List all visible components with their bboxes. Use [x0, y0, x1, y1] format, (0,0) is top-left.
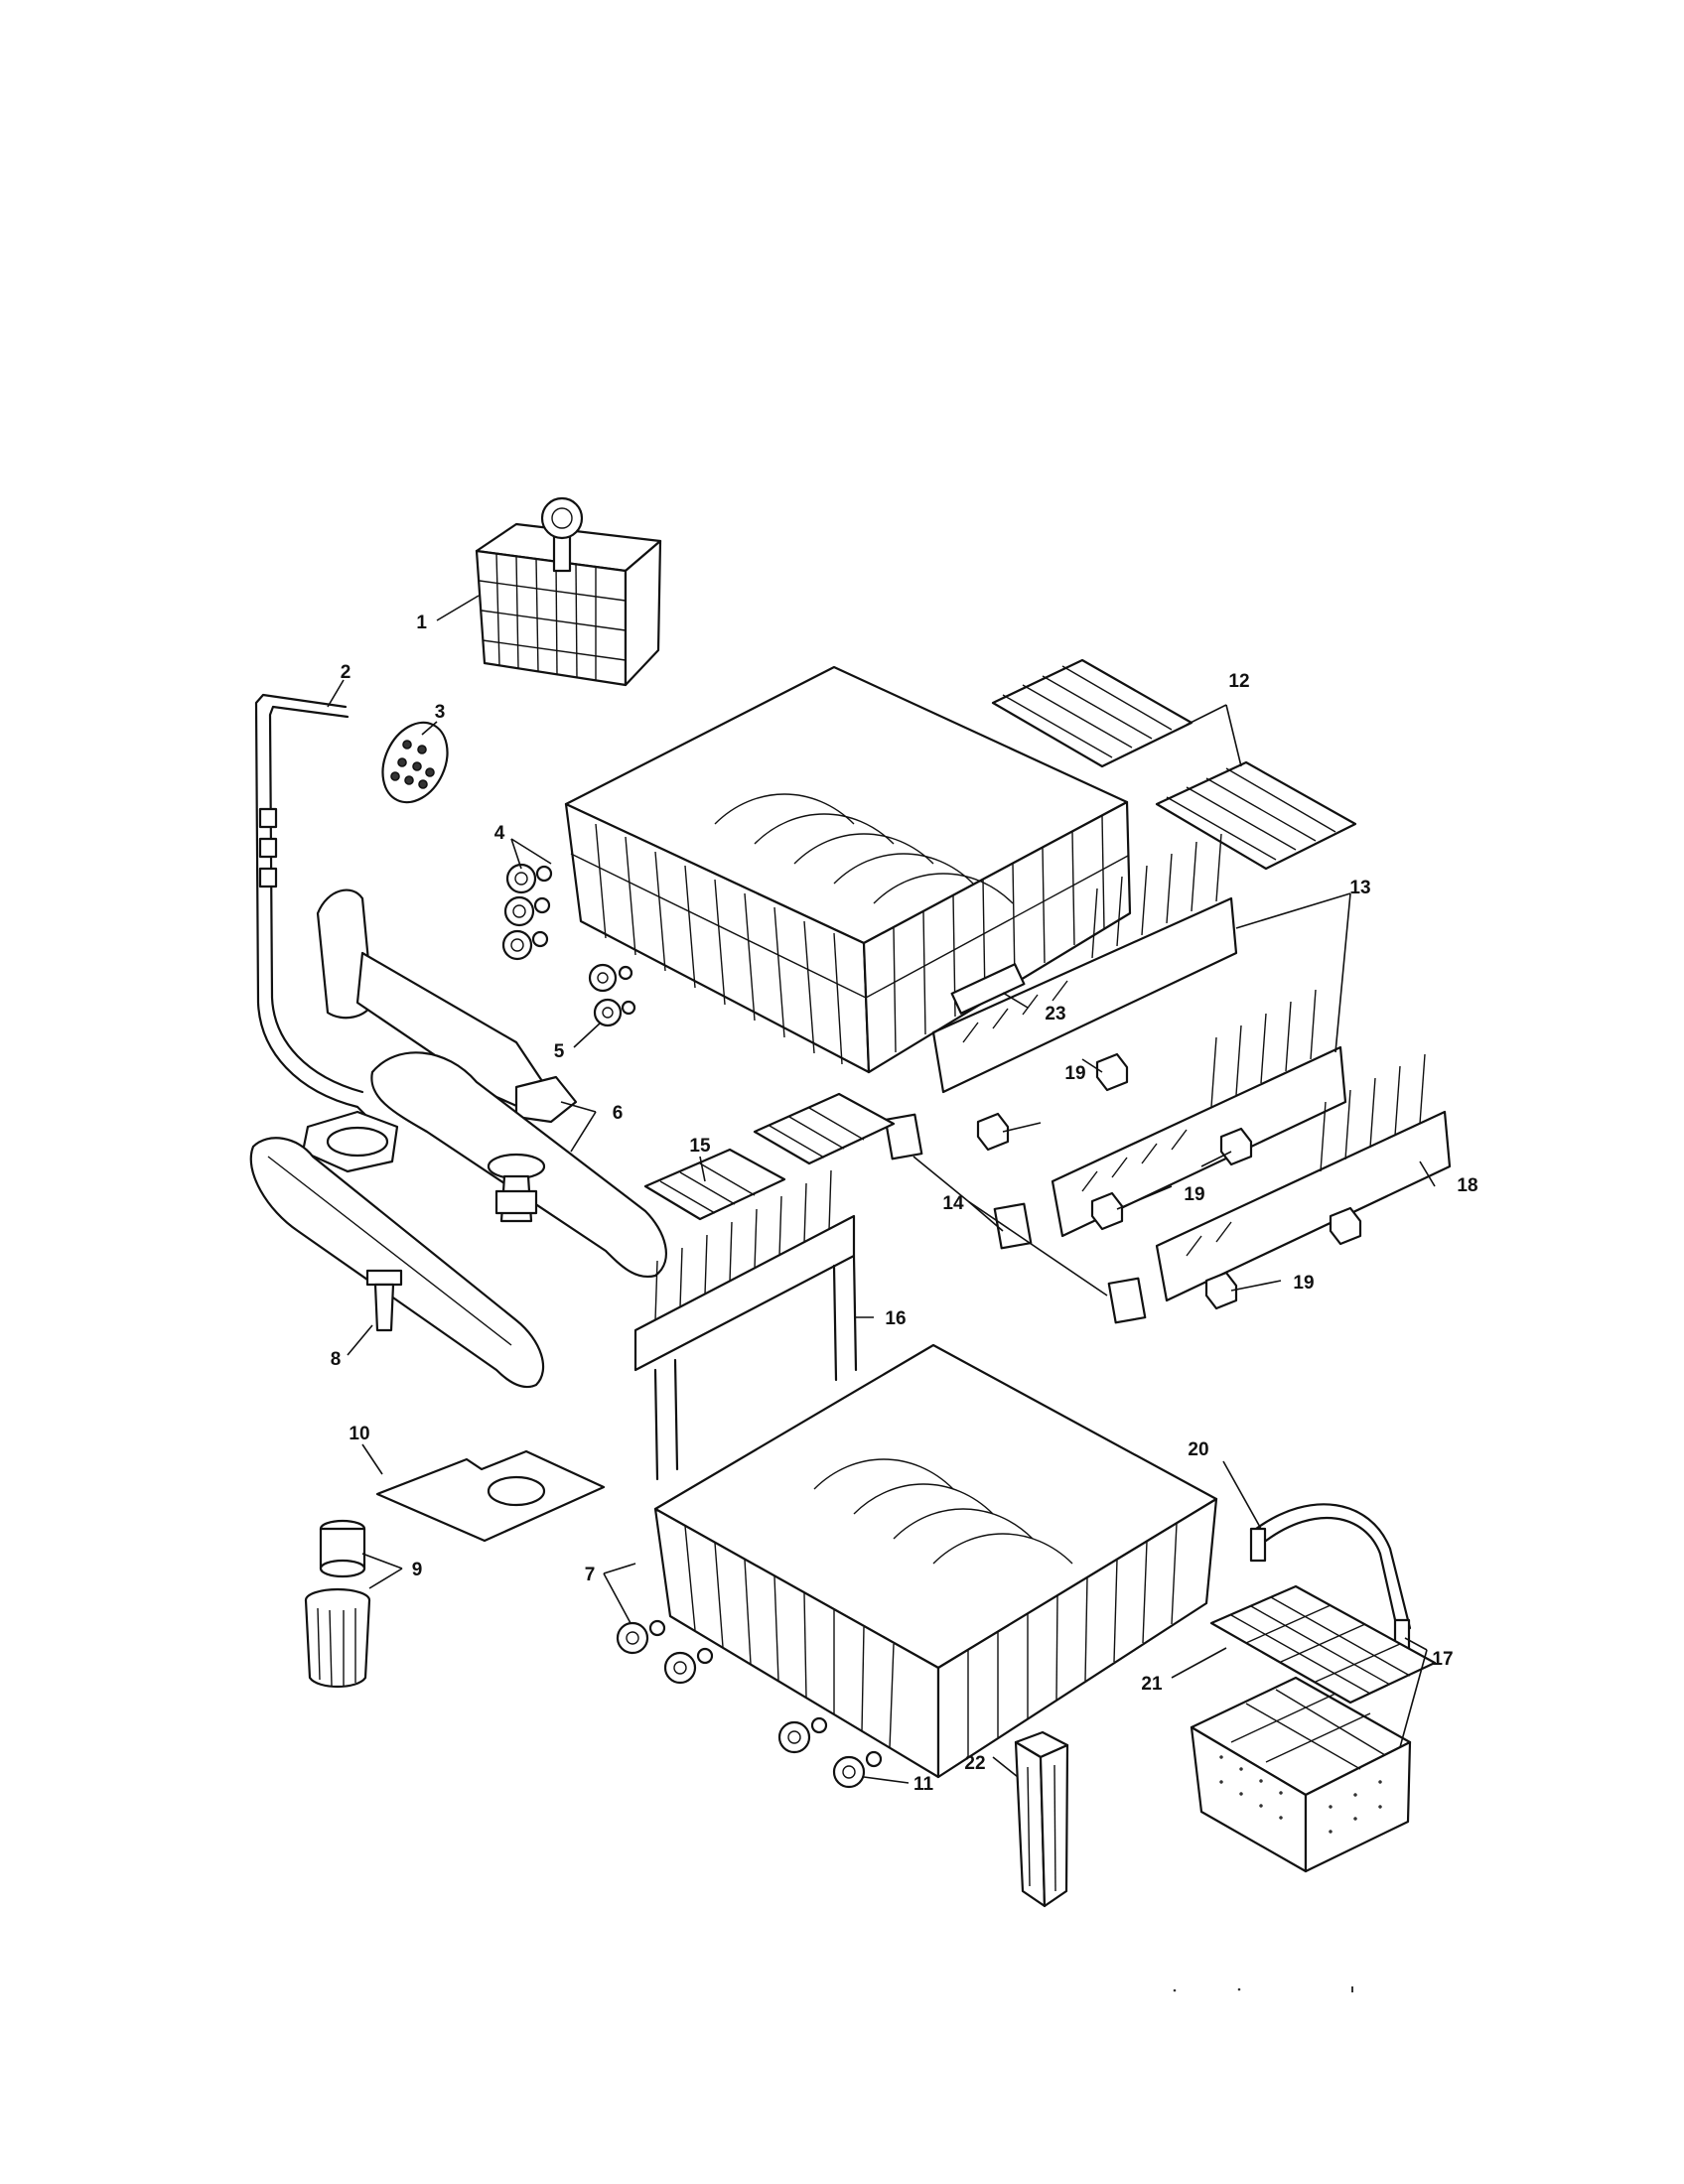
- part-4-upper-rack-wheels: [501, 863, 553, 961]
- part-5-upper-rack-wheels: [588, 963, 636, 1027]
- callout-3: 3: [435, 702, 446, 723]
- callout-10: 10: [349, 1424, 369, 1444]
- part-1-silverware-basket: [475, 496, 662, 687]
- part-8-lower-spray-arm: [249, 1137, 545, 1389]
- lower-dish-rack: [653, 1343, 1218, 1779]
- callout-14: 14: [942, 1193, 964, 1214]
- part-20-basket-handle: [1249, 1503, 1412, 1650]
- callout-2: 2: [341, 662, 351, 683]
- callout-19-a: 19: [1064, 1063, 1085, 1084]
- callout-17: 17: [1432, 1649, 1453, 1670]
- scan-specks: [1173, 1986, 1353, 1992]
- part-18-tine-row: [1155, 1053, 1452, 1302]
- part-17-silverware-basket: [1190, 1676, 1412, 1873]
- part-22-utensil-holder: [1014, 1730, 1069, 1908]
- callout-7: 7: [585, 1565, 596, 1585]
- callout-6: 6: [613, 1103, 624, 1124]
- part-3-filter-disc: [381, 721, 449, 804]
- part-13-tine-rows: [931, 833, 1347, 1238]
- callout-4: 4: [494, 823, 505, 844]
- part-11-lower-rack-wheels: [777, 1716, 883, 1789]
- callout-12: 12: [1228, 671, 1249, 692]
- part-6-spray-arm-manifold: [316, 888, 667, 1279]
- callout-16: 16: [885, 1308, 906, 1329]
- callout-8: 8: [331, 1349, 342, 1370]
- callout-20: 20: [1188, 1439, 1208, 1460]
- callout-1: 1: [416, 613, 427, 633]
- part-2-spray-supply-tube: [254, 693, 399, 1173]
- callout-23: 23: [1045, 1004, 1065, 1024]
- part-10-filter-plate: [375, 1449, 606, 1543]
- callout-19-c: 19: [1293, 1273, 1314, 1294]
- callout-13: 13: [1349, 878, 1370, 898]
- callout-5: 5: [554, 1041, 565, 1062]
- callout-labels: 1 2 3 4 5 6 7 8 9 10 11 12 13 14 15 16 1…: [331, 613, 1478, 1795]
- upper-dish-rack: [564, 665, 1132, 1074]
- part-21-basket-lid: [1209, 1584, 1437, 1705]
- part-15-small-shelves: [643, 1092, 896, 1221]
- callout-11: 11: [913, 1774, 934, 1795]
- part-19-clips: [976, 1052, 1362, 1310]
- callout-19-b: 19: [1184, 1184, 1204, 1205]
- leader-lines: [327, 595, 1436, 1784]
- callout-22: 22: [964, 1753, 985, 1774]
- callout-18: 18: [1457, 1175, 1477, 1196]
- part-9-filter-cartridge: [304, 1519, 371, 1688]
- callout-15: 15: [689, 1136, 711, 1157]
- callout-21: 21: [1141, 1674, 1163, 1695]
- part-7-lower-rack-wheels: [616, 1619, 714, 1685]
- part-16-fold-down-tines: [633, 1169, 858, 1481]
- callout-9: 9: [412, 1560, 423, 1580]
